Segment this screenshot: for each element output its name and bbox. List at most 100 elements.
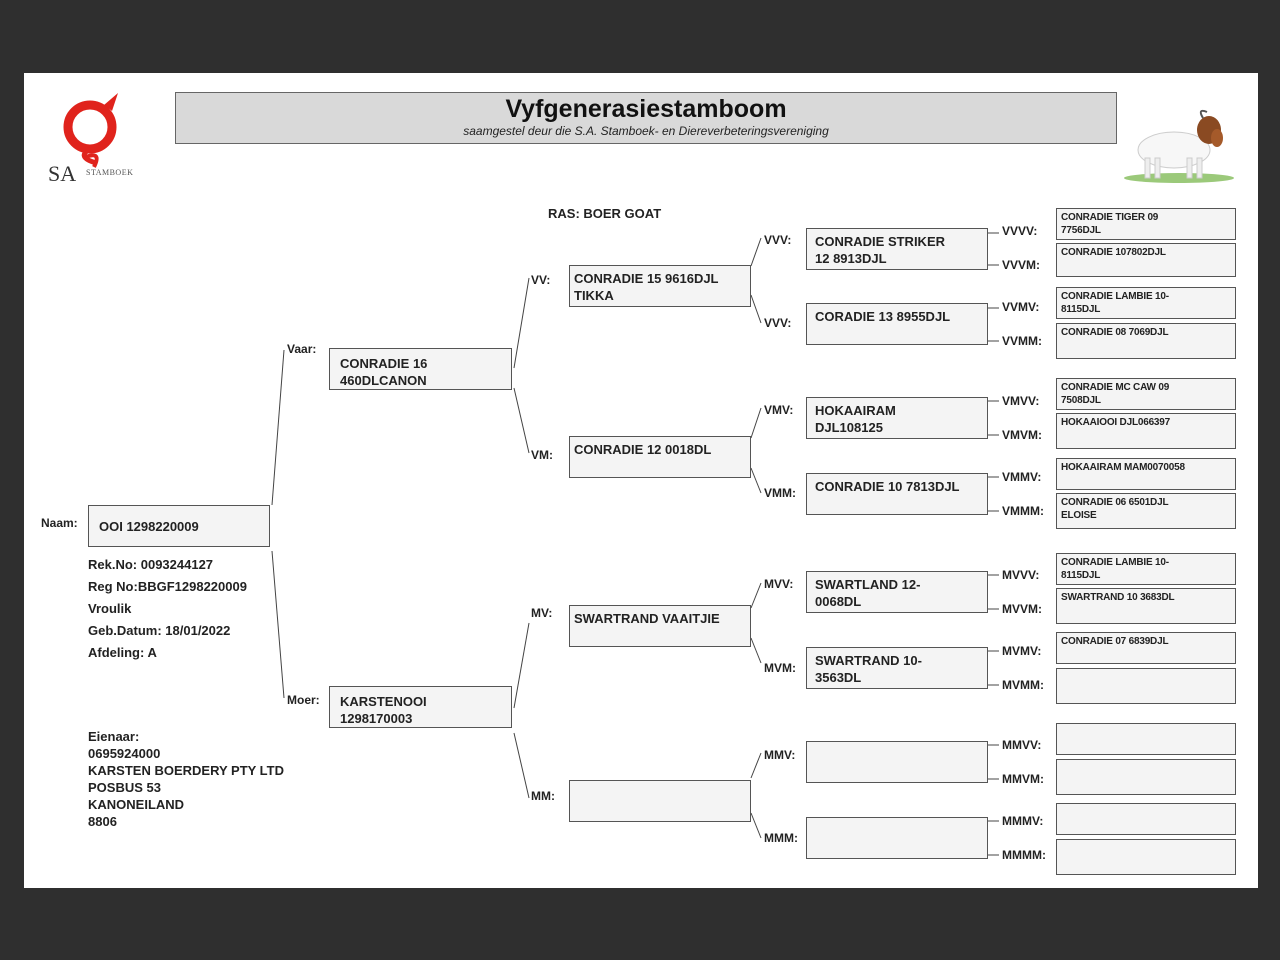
owner-line: 8806: [88, 814, 117, 829]
vvv-line: CONRADIE STRIKER: [815, 234, 946, 249]
mvv-line: SWARTLAND 12-: [815, 577, 921, 592]
vvmm-line: CONRADIE 08 7069DJL: [1061, 327, 1169, 338]
vv-label: VV:: [531, 273, 551, 287]
vmvv-line: 7508DJL: [1061, 395, 1101, 406]
mvm-label: MVM:: [764, 661, 796, 675]
vvv-label: VVV:: [764, 233, 792, 247]
moer-box: KARSTENOOI 1298170003: [329, 686, 512, 728]
mmv-label: MMV:: [764, 748, 796, 762]
vm-line: CONRADIE 12 0018DL: [574, 442, 712, 457]
logo-text: SA: [48, 161, 77, 186]
mvvm-box: SWARTRAND 10 3683DL: [1056, 588, 1236, 624]
sa-stamboek-logo: SA STAMBOEK: [46, 91, 156, 191]
moer-label: Moer:: [287, 693, 320, 707]
mvmm-label: MVMM:: [1002, 678, 1044, 692]
subject-rek: Rek.No: 0093244127: [88, 557, 214, 572]
vmmv-line: HOKAAIRAM MAM0070058: [1061, 462, 1185, 473]
mmvv-label: MMVV:: [1002, 738, 1042, 752]
vvv-line: 12 8913DJL: [815, 251, 887, 266]
subject-info: Rek.No: 0093244127 Reg No:BBGF1298220009…: [88, 554, 247, 664]
subject-name-box: OOI 1298220009: [88, 505, 270, 547]
pedigree-sheet: SA STAMBOEK Vyfgenerasiestamboom saamges…: [24, 73, 1258, 888]
page-subtitle: saamgestel deur die S.A. Stamboek- en Di…: [463, 124, 829, 138]
mmm-box: [806, 817, 988, 859]
vv-box: CONRADIE 15 9616DJL TIKKA: [569, 265, 751, 307]
vvm-label: VVV:: [764, 316, 792, 330]
vv-line: TIKKA: [574, 288, 614, 303]
vmmv-box: HOKAAIRAM MAM0070058: [1056, 458, 1236, 490]
mmmm-box: [1056, 839, 1236, 875]
vaar-box: CONRADIE 16 460DLCANON: [329, 348, 512, 390]
mmmv-box: [1056, 803, 1236, 835]
mvmv-label: MVMV:: [1002, 644, 1042, 658]
goat-illustration: [1119, 98, 1239, 188]
mm-box: [569, 780, 751, 822]
mvvm-label: MVVM:: [1002, 602, 1042, 616]
vmm-line: CONRADIE 10 7813DJL: [815, 479, 960, 494]
vvm-box: CORADIE 13 8955DJL: [806, 303, 988, 345]
vvvm-line: CONRADIE 107802DJL: [1061, 247, 1166, 258]
goat-icon: [1124, 109, 1234, 183]
subject-reg: Reg No:BBGF1298220009: [88, 579, 247, 594]
vvmv-line: 8115DJL: [1061, 304, 1101, 315]
page-title: Vyfgenerasiestamboom: [505, 95, 787, 123]
mvm-box: SWARTRAND 10- 3563DL: [806, 647, 988, 689]
subject-afdeling: Afdeling: A: [88, 645, 157, 660]
mvv-line: 0068DL: [815, 594, 862, 609]
mvm-line: SWARTRAND 10-: [815, 653, 922, 668]
vv-line: CONRADIE 15 9616DJL: [574, 271, 719, 286]
mmm-label: MMM:: [764, 831, 798, 845]
vmv-line: HOKAAIRAM: [815, 403, 896, 418]
vmm-box: CONRADIE 10 7813DJL: [806, 473, 988, 515]
mvmv-box: CONRADIE 07 6839DJL: [1056, 632, 1236, 664]
subject-dob: Geb.Datum: 18/01/2022: [88, 623, 231, 638]
mmvm-label: MMVM:: [1002, 772, 1044, 786]
vmmv-label: VMMV:: [1002, 470, 1042, 484]
breed-label: RAS: BOER GOAT: [548, 206, 662, 221]
mvv-label: MVV:: [764, 577, 794, 591]
vvm-line: CORADIE 13 8955DJL: [815, 309, 951, 324]
mm-label: MM:: [531, 789, 555, 803]
vvvv-line: CONRADIE TIGER 09: [1061, 212, 1159, 223]
owner-line: 0695924000: [88, 746, 161, 761]
mvvv-box: CONRADIE LAMBIE 10- 8115DJL: [1056, 553, 1236, 585]
vmmm-box: CONRADIE 06 6501DJL ELOISE: [1056, 493, 1236, 529]
vmmm-line: ELOISE: [1061, 510, 1097, 521]
mv-label: MV:: [531, 606, 553, 620]
vmvm-line: HOKAAIOOI DJL066397: [1061, 417, 1171, 428]
mmv-box: [806, 741, 988, 783]
vaar-label: Vaar:: [287, 342, 317, 356]
vmvm-box: HOKAAIOOI DJL066397: [1056, 413, 1236, 449]
vmv-line: DJL108125: [815, 420, 883, 435]
mmvm-box: [1056, 759, 1236, 795]
vm-label: VM:: [531, 448, 553, 462]
mvvm-line: SWARTRAND 10 3683DL: [1061, 592, 1175, 603]
owner-line: KARSTEN BOERDERY PTY LTD: [88, 763, 284, 778]
vvmv-label: VVMV:: [1002, 300, 1040, 314]
owner-line: POSBUS 53: [88, 780, 161, 795]
mvv-box: SWARTLAND 12- 0068DL: [806, 571, 988, 613]
owner-title: Eienaar:: [88, 729, 140, 744]
mv-box: SWARTRAND VAAITJIE: [569, 605, 751, 647]
vmmm-line: CONRADIE 06 6501DJL: [1061, 497, 1169, 508]
vvvm-label: VVVM:: [1002, 258, 1041, 272]
mvvv-line: CONRADIE LAMBIE 10-: [1061, 557, 1169, 568]
logo-symbol-icon: [63, 93, 118, 168]
vvvv-line: 7756DJL: [1061, 225, 1101, 236]
vmvv-box: CONRADIE MC CAW 09 7508DJL: [1056, 378, 1236, 410]
vaar-line: 460DLCANON: [340, 373, 427, 388]
mvmm-box: [1056, 668, 1236, 704]
vmvv-line: CONRADIE MC CAW 09: [1061, 382, 1170, 393]
subject-name: OOI 1298220009: [99, 519, 199, 534]
moer-line: 1298170003: [340, 711, 413, 726]
subject-label: Naam:: [41, 516, 78, 530]
mmmv-label: MMMV:: [1002, 814, 1044, 828]
vvvv-box: CONRADIE TIGER 09 7756DJL: [1056, 208, 1236, 240]
logo-small-text: STAMBOEK: [86, 168, 134, 177]
vmm-label: VMM:: [764, 486, 796, 500]
vvmm-box: CONRADIE 08 7069DJL: [1056, 323, 1236, 359]
vmmm-label: VMMM:: [1002, 504, 1044, 518]
vmvm-label: VMVM:: [1002, 428, 1042, 442]
mvvv-label: MVVV:: [1002, 568, 1040, 582]
vm-box: CONRADIE 12 0018DL: [569, 436, 751, 478]
